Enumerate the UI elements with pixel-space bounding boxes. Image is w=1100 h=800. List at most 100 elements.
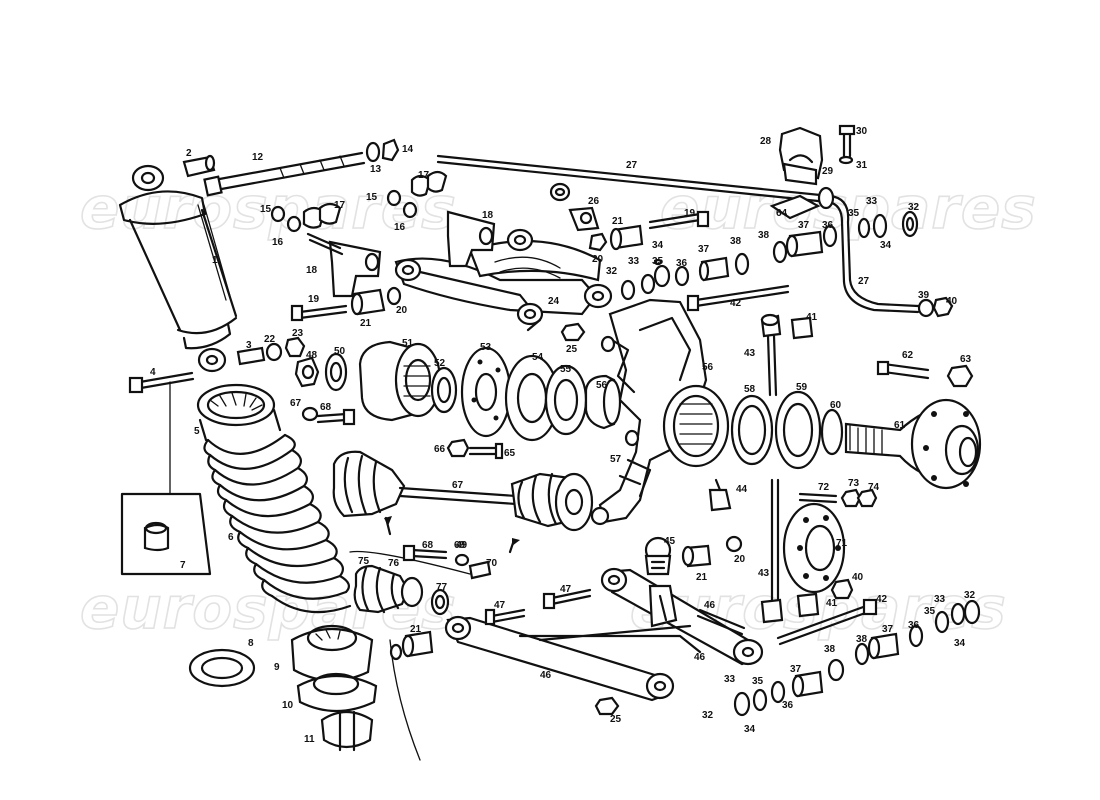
bolts-47	[484, 588, 746, 636]
callout: 7	[180, 560, 186, 571]
callout: 45	[664, 536, 676, 547]
link-43	[760, 313, 820, 624]
callout: 15	[366, 192, 378, 203]
roll-bar-clamp	[778, 124, 856, 186]
callout: 33	[724, 674, 736, 685]
callout: 34	[744, 724, 756, 735]
spring-seats	[188, 624, 378, 752]
bush-set-middle	[620, 252, 750, 301]
callout: 63	[960, 354, 972, 365]
lower-bushes	[236, 336, 306, 366]
callout: 27	[626, 160, 638, 171]
callout: 40	[946, 296, 958, 307]
nut-77-bracket-26	[549, 182, 600, 232]
callout: 12	[252, 152, 264, 163]
callout: 23	[292, 328, 304, 339]
callout: 33	[628, 256, 640, 267]
callout: 35	[652, 256, 664, 267]
callout: 60	[830, 400, 842, 411]
bush-2	[182, 154, 216, 178]
callout: 39	[918, 290, 930, 301]
cv-boot-74-75	[353, 564, 450, 616]
callout: 68	[320, 402, 332, 413]
callout: 21	[612, 216, 624, 227]
callout: 25	[610, 714, 622, 725]
callout: 30	[856, 126, 868, 137]
bush-set-top-right	[772, 210, 919, 264]
callout: 49	[456, 540, 468, 551]
callout: 35	[752, 676, 764, 687]
callout: 26	[588, 196, 600, 207]
callout: 32	[964, 590, 976, 601]
callout: 37	[790, 664, 802, 675]
drive-shaft-66	[332, 450, 594, 554]
callout: 32	[606, 266, 618, 277]
callout: 66	[434, 444, 446, 455]
anti-roll-bar	[436, 154, 954, 318]
callout: 28	[760, 136, 772, 147]
callout: 34	[880, 240, 892, 251]
callout: 43	[758, 568, 770, 579]
bracket-18-left	[270, 202, 382, 298]
callout: 31	[856, 160, 868, 171]
bracket-18-right	[386, 170, 496, 268]
callout: 41	[806, 312, 818, 323]
callout: 67	[290, 398, 302, 409]
callout: 5	[194, 426, 200, 437]
callout: 50	[334, 346, 346, 357]
wheel-stud-71	[798, 488, 878, 508]
callout: 9	[274, 662, 280, 673]
callout: 8	[248, 638, 254, 649]
ball-joint-45	[644, 535, 743, 576]
callout: 77	[436, 582, 448, 593]
callout: 40	[852, 572, 864, 583]
callout: 46	[704, 600, 716, 611]
callout: 64	[776, 208, 788, 219]
callout: 38	[824, 644, 836, 655]
axle-parts-row	[294, 340, 622, 442]
top-mount-bolt	[203, 138, 400, 197]
bolt-64-nut-65	[446, 438, 504, 460]
callout: 46	[694, 652, 706, 663]
callout: 36	[782, 700, 794, 711]
bump-stop-44	[708, 478, 732, 512]
callout: 36	[908, 620, 920, 631]
callout: 16	[394, 222, 406, 233]
coil-spring	[196, 383, 352, 614]
callout: 36	[676, 258, 688, 269]
callout: 47	[560, 584, 572, 595]
callout: 19	[308, 294, 320, 305]
bush-set-lower-right	[733, 599, 981, 717]
callout: 56	[702, 362, 714, 373]
callout: 65	[504, 448, 516, 459]
callout: 34	[652, 240, 664, 251]
callout: 71	[836, 538, 848, 549]
callout: 41	[826, 598, 838, 609]
callout: 67	[452, 480, 464, 491]
hub-carrier	[590, 298, 730, 526]
bolt-67-lower	[402, 544, 492, 580]
callout: 25	[566, 344, 578, 355]
callout: 38	[758, 230, 770, 241]
plate-63	[769, 194, 821, 220]
nut-40-lower	[830, 578, 854, 600]
callout: 70	[486, 558, 498, 569]
callout: 20	[592, 254, 604, 265]
pivot-bolt-19-left	[290, 286, 402, 322]
hub-bearings	[730, 390, 844, 470]
callout: 69	[454, 540, 466, 551]
callout: 59	[796, 382, 808, 393]
callout: 55	[560, 364, 572, 375]
callout: 74	[868, 482, 880, 493]
callout: 1	[212, 255, 218, 266]
callout: 46	[540, 670, 552, 681]
lower-bolt-4	[128, 371, 195, 394]
callout: 21	[360, 318, 372, 329]
callout: 42	[876, 594, 888, 605]
callout: 21	[696, 572, 708, 583]
callout: 68	[422, 540, 434, 551]
callout: 62	[902, 350, 914, 361]
callout: 2	[186, 148, 192, 159]
callout: 6	[228, 532, 234, 543]
callout: 35	[848, 208, 860, 219]
